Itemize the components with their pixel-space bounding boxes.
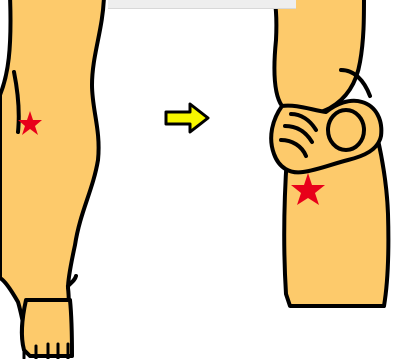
arrow-right-icon — [166, 104, 208, 132]
right-forearm — [274, 0, 364, 115]
right-thumb — [328, 110, 364, 150]
top-bar — [108, 0, 296, 9]
left-leg — [0, 0, 104, 345]
right-leg-group — [271, 0, 388, 306]
left-leg-group — [0, 0, 104, 359]
